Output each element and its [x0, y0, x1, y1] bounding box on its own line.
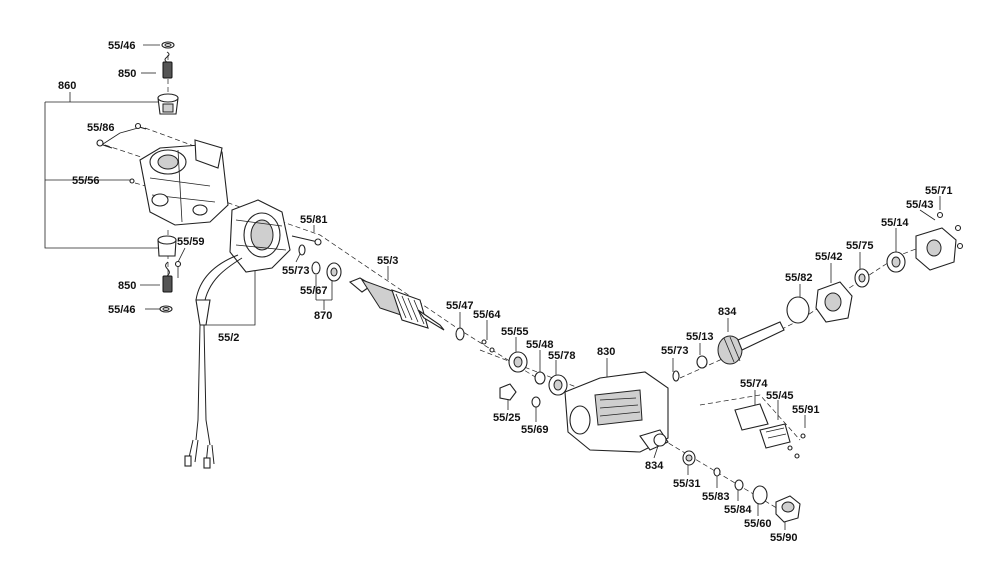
label-55-81: 55/81: [300, 214, 328, 226]
label-870: 870: [314, 310, 333, 322]
brush-cap-bottom: [159, 305, 173, 313]
spindle-gear-834: [717, 321, 785, 365]
bearing-870: [326, 262, 342, 282]
label-55-91: 55/91: [792, 404, 820, 416]
leader-lines: [44, 44, 941, 530]
label-55-82: 55/82: [785, 272, 813, 284]
bearing-55-55: [508, 351, 528, 373]
label-850-top: 850: [118, 68, 137, 80]
label-55-84: 55/84: [724, 504, 752, 516]
screw-55-81: [291, 235, 322, 246]
washer-55-83: [713, 467, 721, 477]
gear-housing: [564, 371, 669, 453]
label-55-13: 55/13: [686, 331, 714, 343]
label-55-59: 55/59: [177, 236, 205, 248]
plate-55-45: [759, 423, 791, 449]
screw-55-56: [129, 178, 135, 184]
plug-55-90: [775, 495, 801, 523]
washer-55-47: [455, 327, 465, 341]
label-55-45: 55/45: [766, 390, 794, 402]
label-55-55: 55/55: [501, 326, 529, 338]
label-55-2: 55/2: [218, 332, 240, 344]
brush-cap-top: [161, 41, 175, 49]
label-55-71: 55/71: [925, 185, 953, 197]
label-55-67: 55/67: [300, 285, 328, 297]
clip-55-73-b: [672, 370, 680, 382]
label-55-47: 55/47: [446, 300, 474, 312]
ring-55-84: [734, 479, 744, 491]
label-55-73-a: 55/73: [282, 265, 310, 277]
brush-holder-top: [157, 93, 179, 115]
bearing-55-14: [886, 251, 906, 273]
label-55-83: 55/83: [702, 491, 730, 503]
carbon-brush-top: [162, 51, 173, 79]
label-55-60: 55/60: [744, 518, 772, 530]
assembly-axes: [104, 55, 946, 511]
cover-55-43: [915, 227, 957, 271]
label-55-90: 55/90: [770, 532, 798, 544]
label-834-top: 834: [718, 306, 737, 318]
bearing-55-31: [682, 450, 696, 466]
label-55-31: 55/31: [673, 478, 701, 490]
brush-holder-bottom: [157, 235, 177, 257]
label-850-bottom: 850: [118, 280, 137, 292]
label-860: 860: [58, 80, 77, 92]
bearing-55-78: [548, 374, 568, 396]
label-55-25: 55/25: [493, 412, 521, 424]
label-55-42: 55/42: [815, 251, 843, 263]
label-55-43: 55/43: [906, 199, 934, 211]
label-55-69: 55/69: [521, 424, 549, 436]
ring-55-67: [311, 261, 321, 275]
screw-55-59: [174, 260, 182, 278]
label-55-3: 55/3: [377, 255, 399, 267]
label-55-75: 55/75: [846, 240, 874, 252]
bushing-55-48: [534, 371, 546, 385]
label-55-78: 55/78: [548, 350, 576, 362]
flange-55-42: [815, 281, 853, 323]
screw-55-86: [96, 122, 147, 149]
seal-55-75: [854, 268, 870, 288]
label-830: 830: [597, 346, 616, 358]
label-55-74: 55/74: [740, 378, 768, 390]
washer-55-73-a: [298, 244, 306, 256]
motor-housing: [139, 139, 229, 226]
label-55-86: 55/86: [87, 122, 115, 134]
bearing-55-13: [696, 355, 708, 369]
plate-55-74: [734, 403, 769, 431]
o-ring-55-82: [786, 296, 810, 324]
label-55-14: 55/14: [881, 217, 909, 229]
nut-55-25: [499, 383, 517, 401]
label-834-bottom: 834: [645, 460, 664, 472]
carbon-brush-bottom: [162, 261, 173, 293]
stator: [184, 199, 291, 469]
label-55-48: 55/48: [526, 339, 554, 351]
screws-55-91: [787, 433, 806, 459]
label-55-64: 55/64: [473, 309, 501, 321]
o-ring-55-60: [752, 485, 768, 505]
screws-55-71: [936, 211, 964, 250]
label-55-56: 55/56: [72, 175, 100, 187]
label-55-73-b: 55/73: [661, 345, 689, 357]
label-55-46-top: 55/46: [108, 40, 136, 52]
armature: [348, 277, 445, 331]
label-55-46-bottom: 55/46: [108, 304, 136, 316]
parts-55-64: [481, 339, 495, 353]
ring-55-69: [531, 396, 541, 408]
